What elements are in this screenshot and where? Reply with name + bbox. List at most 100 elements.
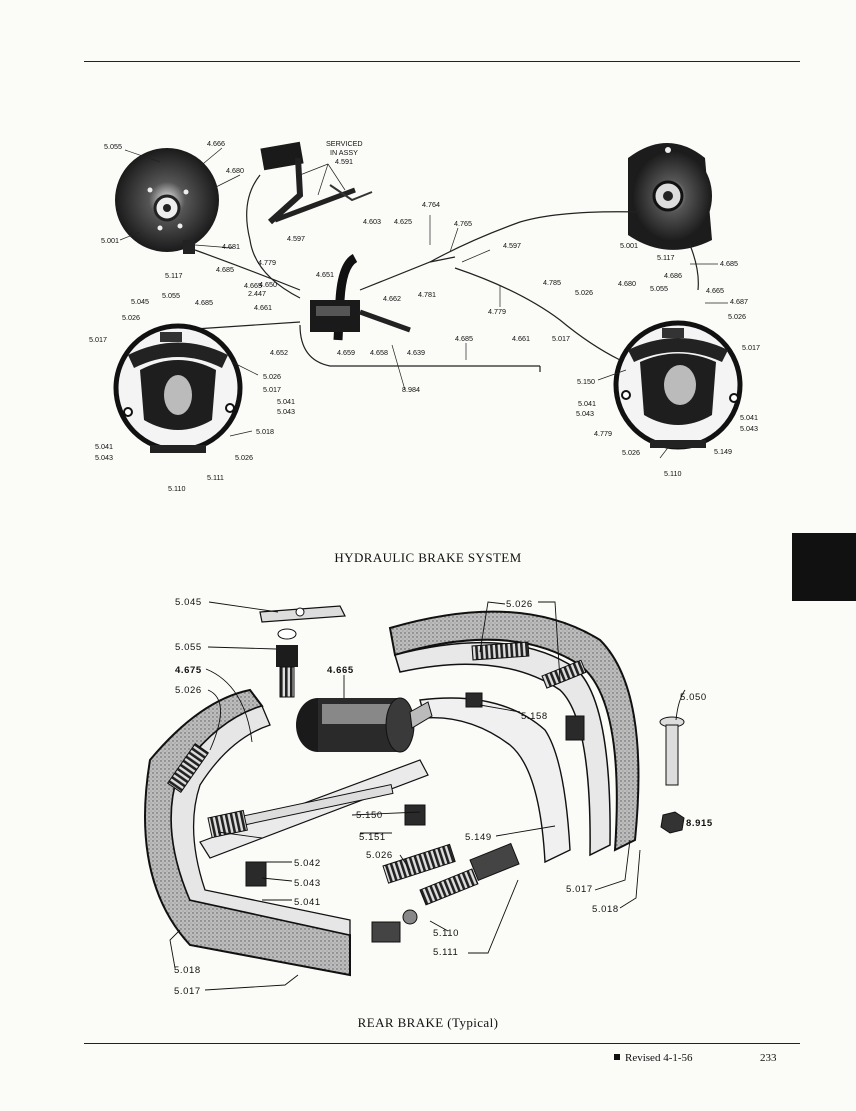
part-label: 5.018 — [174, 965, 201, 976]
rear-part-labels: 5.045 5.026 5.055 4.675 4.665 5.026 5.05… — [174, 597, 713, 997]
serviced-label: SERVICED — [326, 139, 363, 148]
part-label: 4.765 — [454, 219, 472, 228]
serviced-label: 4.591 — [335, 157, 353, 166]
brake-lines — [179, 174, 699, 372]
part-label: 4.764 — [422, 200, 440, 209]
part-label: 4.687 — [730, 297, 748, 306]
part-label: 5.110 — [664, 469, 681, 478]
part-label: 5.018 — [592, 904, 619, 915]
part-label: 5.001 — [101, 236, 119, 245]
part-label: 5.041 — [294, 897, 321, 908]
rear-brake-diagram: 5.045 5.026 5.055 4.675 4.665 5.026 5.05… — [144, 597, 713, 997]
part-label: 4.779 — [258, 258, 276, 267]
part-label: 4.659 — [337, 348, 355, 357]
part-label: 4.625 — [394, 217, 412, 226]
hydraulic-caption: HYDRAULIC BRAKE SYSTEM — [334, 550, 522, 565]
part-label: 5.045 — [131, 297, 149, 306]
front-right-backing-plate — [628, 143, 712, 250]
part-label: 5.018 — [256, 427, 274, 436]
part-label: 5.041 — [578, 399, 596, 408]
part-label: 5.043 — [277, 407, 295, 416]
part-label: 5.055 — [175, 642, 202, 653]
part-label: 5.055 — [162, 291, 180, 300]
part-label: 5.043 — [294, 878, 321, 889]
part-label: 4.639 — [407, 348, 425, 357]
part-label: 4.651 — [316, 270, 334, 279]
part-label: 4.665 — [244, 281, 262, 290]
part-label: 5.026 — [575, 288, 593, 297]
rear-brake-caption: REAR BRAKE (Typical) — [357, 1015, 499, 1030]
part-label: 4.675 — [175, 665, 202, 676]
part-label: 5.017 — [552, 334, 570, 343]
part-label: 8.915 — [686, 818, 713, 829]
part-label: 5.055 — [650, 284, 668, 293]
part-label: 5.026 — [175, 685, 202, 696]
revision-marker-icon — [614, 1054, 620, 1060]
part-label: 5.045 — [175, 597, 202, 608]
part-label: 4.597 — [503, 241, 521, 250]
part-label: 5.043 — [740, 424, 758, 433]
part-label: 5.110 — [433, 928, 459, 939]
system-part-labels: 5.055 4.666 4.680 5.001 4.681 5.117 4.68… — [89, 139, 760, 493]
part-label: 5.001 — [620, 241, 638, 250]
hydraulic-diagram: 5.055 4.666 4.680 5.001 4.681 5.117 4.68… — [89, 139, 760, 493]
part-label: 2.447 — [248, 289, 266, 298]
part-label: 5.110 — [168, 484, 185, 493]
part-label: 4.661 — [512, 334, 530, 343]
part-label: 5.050 — [680, 692, 707, 703]
brake-pedal-assembly — [260, 141, 411, 341]
part-label: 5.043 — [95, 453, 113, 462]
part-label: 4.685 — [216, 265, 234, 274]
part-label: 4.680 — [226, 166, 244, 175]
part-label: 4.662 — [383, 294, 401, 303]
bottom-rule — [84, 1043, 800, 1044]
part-label: 5.149 — [465, 832, 492, 843]
front-left-backing-plate — [115, 148, 219, 254]
part-label: 4.685 — [455, 334, 473, 343]
part-label: 5.026 — [122, 313, 140, 322]
part-label: 5.017 — [174, 986, 201, 997]
part-label: 5.158 — [521, 711, 548, 722]
part-label: 4.685 — [195, 298, 213, 307]
part-label: 4.597 — [287, 234, 305, 243]
part-label: 5.117 — [165, 271, 182, 280]
part-label: 4.665 — [706, 286, 724, 295]
revision-note: Revised 4-1-56 — [614, 1052, 693, 1064]
part-label: 5.150 — [577, 377, 595, 386]
part-label: 4.779 — [594, 429, 612, 438]
part-label: 5.017 — [263, 385, 281, 394]
part-label: 4.781 — [418, 290, 436, 299]
part-label: 5.043 — [576, 409, 594, 418]
part-label: 5.111 — [433, 947, 458, 958]
part-label: 5.111 — [207, 473, 224, 482]
part-label: 4.685 — [720, 259, 738, 268]
part-label: 5.150 — [356, 810, 383, 821]
part-label: 5.041 — [95, 442, 113, 451]
part-label: 5.017 — [89, 335, 107, 344]
rear-right-brake-assembly — [613, 320, 743, 450]
rear-leader-lines — [169, 601, 686, 991]
part-label: 5.026 — [263, 372, 281, 381]
part-label: 5.026 — [622, 448, 640, 457]
part-label: 5.017 — [566, 884, 593, 895]
serviced-label: IN ASSY — [330, 148, 358, 157]
part-label: 5.026 — [506, 599, 533, 610]
leader-lines — [119, 147, 728, 459]
part-label: 5.017 — [742, 343, 760, 352]
part-label: 5.026 — [235, 453, 253, 462]
part-label: 4.665 — [327, 665, 354, 676]
top-rule — [84, 61, 800, 62]
revision-date: Revised 4-1-56 — [625, 1052, 693, 1064]
part-label: 4.680 — [618, 279, 636, 288]
section-thumb-tab — [792, 533, 856, 601]
part-label: 5.117 — [657, 253, 674, 262]
part-label: 5.042 — [294, 858, 321, 869]
part-label: 5.041 — [277, 397, 295, 406]
part-label: 4.666 — [207, 139, 225, 148]
part-label: 4.650 — [259, 280, 277, 289]
part-label: 5.055 — [104, 142, 122, 151]
wheel-cylinder — [296, 697, 433, 753]
page-number: 233 — [760, 1052, 777, 1064]
part-label: 5.026 — [728, 312, 746, 321]
